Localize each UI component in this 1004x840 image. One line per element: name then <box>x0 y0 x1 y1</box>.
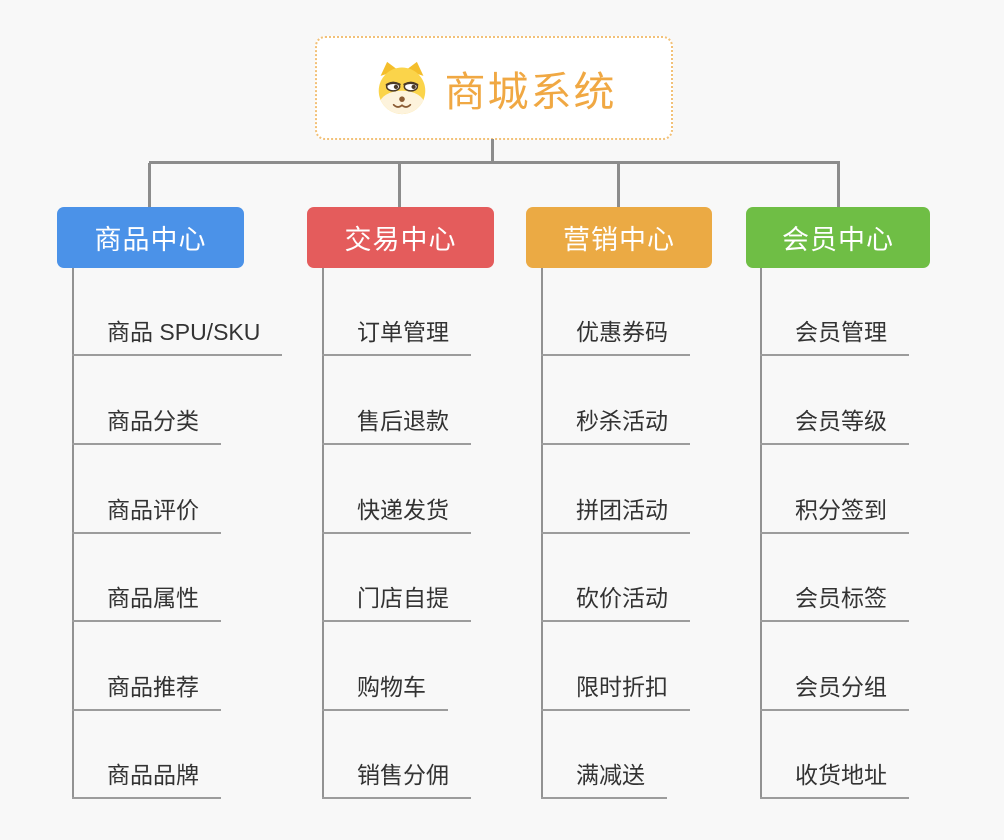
leaf-node[interactable]: 满减送 <box>541 756 667 799</box>
leaf-node[interactable]: 会员管理 <box>760 313 909 356</box>
branch-node-marketing-center[interactable]: 营销中心 <box>526 207 712 268</box>
leaf-node[interactable]: 优惠券码 <box>541 313 690 356</box>
dog-face-icon <box>378 61 425 115</box>
leaf-node[interactable]: 订单管理 <box>322 313 471 356</box>
root-node-mall-system[interactable]: 商城系统 <box>315 36 673 140</box>
leaf-node[interactable]: 门店自提 <box>322 579 471 622</box>
leaf-node[interactable]: 商品品牌 <box>72 756 221 799</box>
leaf-node[interactable]: 售后退款 <box>322 402 471 445</box>
leaf-node[interactable]: 商品分类 <box>72 402 221 445</box>
connector-branch-4 <box>837 163 840 207</box>
branch-node-member-center[interactable]: 会员中心 <box>746 207 930 268</box>
branch-column-member: 会员管理 会员等级 积分签到 会员标签 会员分组 收货地址 <box>760 268 1004 799</box>
branch-column-product: 商品 SPU/SKU 商品分类 商品评价 商品属性 商品推荐 商品品牌 <box>72 268 352 799</box>
leaf-node[interactable]: 购物车 <box>322 668 448 711</box>
leaf-node[interactable]: 拼团活动 <box>541 491 690 534</box>
leaf-node[interactable]: 会员等级 <box>760 402 909 445</box>
connector-branch-3 <box>617 163 620 207</box>
leaf-node[interactable]: 商品属性 <box>72 579 221 622</box>
leaf-node[interactable]: 收货地址 <box>760 756 909 799</box>
leaf-node[interactable]: 销售分佣 <box>322 756 471 799</box>
leaf-node[interactable]: 砍价活动 <box>541 579 690 622</box>
leaf-node[interactable]: 快递发货 <box>322 491 471 534</box>
connector-branch-2 <box>398 163 401 207</box>
leaf-node[interactable]: 会员分组 <box>760 668 909 711</box>
leaf-node[interactable]: 秒杀活动 <box>541 402 690 445</box>
branch-node-trade-center[interactable]: 交易中心 <box>307 207 494 268</box>
branch-node-product-center[interactable]: 商品中心 <box>57 207 244 268</box>
branch-column-trade: 订单管理 售后退款 快递发货 门店自提 购物车 销售分佣 <box>322 268 602 799</box>
leaf-node[interactable]: 商品推荐 <box>72 668 221 711</box>
leaf-node[interactable]: 商品评价 <box>72 491 221 534</box>
root-title: 商城系统 <box>444 69 617 115</box>
connector-root-vertical <box>491 139 494 162</box>
leaf-node[interactable]: 限时折扣 <box>541 668 690 711</box>
branch-column-marketing: 优惠券码 秒杀活动 拼团活动 砍价活动 限时折扣 满减送 <box>541 268 821 799</box>
leaf-node[interactable]: 商品 SPU/SKU <box>72 313 283 356</box>
leaf-node[interactable]: 积分签到 <box>760 491 909 534</box>
leaf-node[interactable]: 会员标签 <box>760 579 909 622</box>
connector-horizontal-bus <box>149 161 840 164</box>
connector-branch-1 <box>148 163 151 207</box>
